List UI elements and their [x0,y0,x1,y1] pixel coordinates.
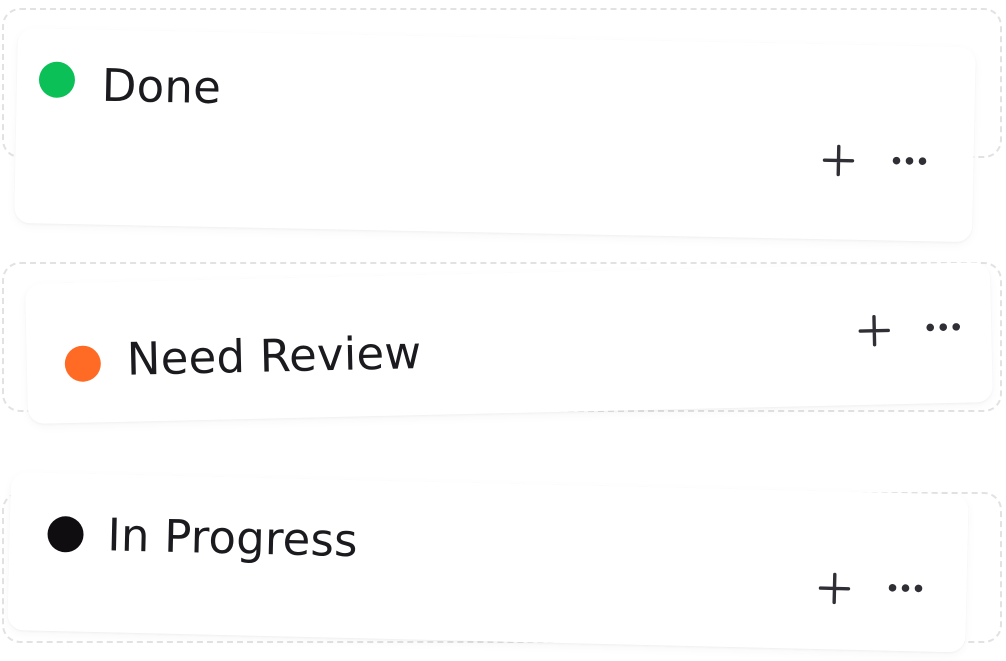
more-options-button-need-review[interactable] [920,316,966,339]
in-progress-status-label: In Progress [106,508,359,568]
more-horizontal-icon [926,323,961,332]
more-horizontal-icon [888,584,923,593]
status-card-done[interactable]: Done [14,28,976,243]
in-progress-status-dot [47,515,84,553]
need-review-status-dot [64,345,102,383]
plus-icon [818,572,851,605]
add-card-button-need-review[interactable] [854,310,895,351]
add-card-button-in-progress[interactable] [814,568,855,609]
more-options-button-done[interactable] [886,149,932,172]
add-card-button-done[interactable] [818,140,859,181]
done-status-label: Done [101,58,222,115]
plus-icon [858,315,890,347]
status-card-in-progress[interactable]: In Progress [7,472,969,653]
need-review-status-label: Need Review [126,326,422,386]
more-options-button-in-progress[interactable] [882,577,929,600]
more-horizontal-icon [892,156,927,165]
plus-icon [822,144,855,177]
status-card-need-review[interactable]: Need Review [25,262,993,424]
done-status-dot [38,61,76,99]
